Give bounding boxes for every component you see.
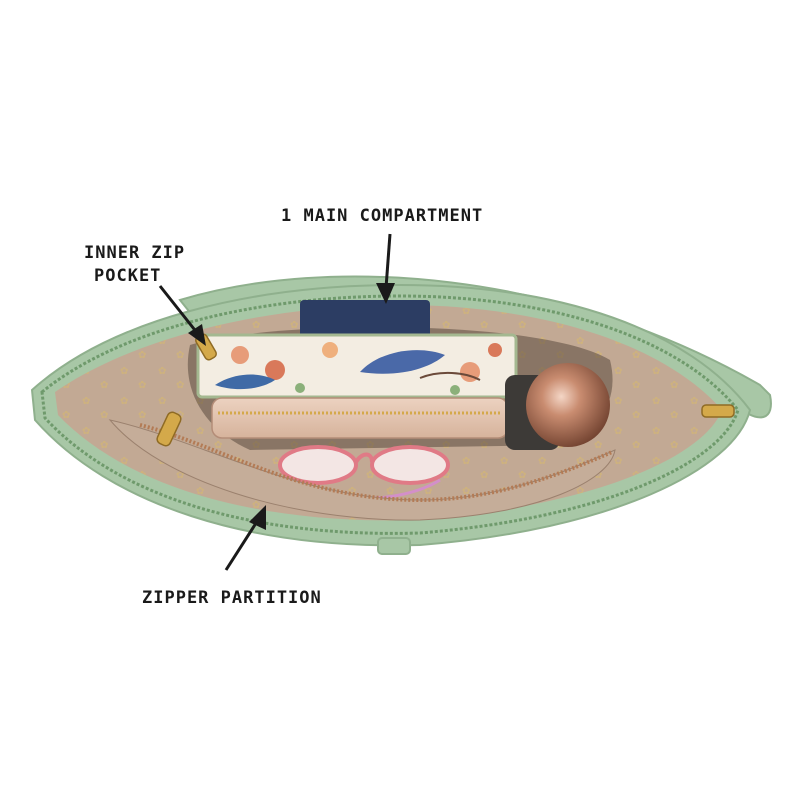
pouch-wallet bbox=[211, 397, 509, 439]
inner-zip-pocket-label-line1: INNER ZIP bbox=[84, 243, 186, 263]
inner-zip-pocket-label-line2: POCKET bbox=[94, 266, 162, 286]
arrow-icon bbox=[158, 233, 395, 571]
navy-booklet bbox=[300, 300, 430, 340]
inner-zip-pocket-label: INNER ZIP POCKET bbox=[84, 242, 185, 288]
floral-notebook bbox=[196, 333, 518, 399]
bottle-icon bbox=[505, 363, 610, 450]
zipper-partition-label: ZIPPER PARTITION bbox=[142, 588, 322, 608]
bag-bottom-tab bbox=[377, 537, 411, 555]
main-compartment-label: 1 MAIN COMPARTMENT bbox=[281, 206, 484, 226]
partition-zipper-line bbox=[139, 423, 613, 503]
sunglasses-icon bbox=[278, 445, 450, 501]
